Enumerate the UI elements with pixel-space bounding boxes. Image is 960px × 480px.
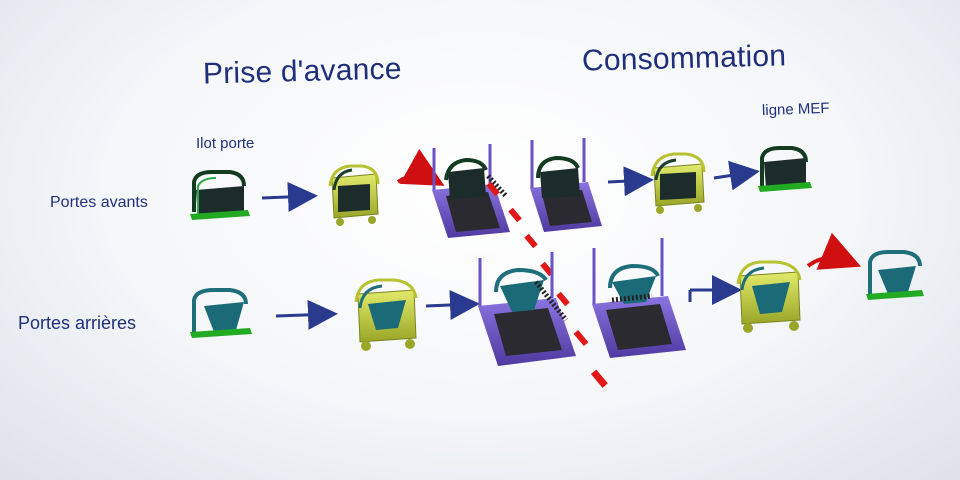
- transfer-arrow: [396, 148, 445, 186]
- mef-rack-rear: [866, 250, 924, 300]
- flow-arrow: [607, 166, 654, 197]
- row-label-front-doors: Portes avants: [50, 194, 148, 211]
- conveyor-front-right: [530, 138, 602, 232]
- flow-arrow: [713, 160, 760, 191]
- trolley-front-2: [650, 152, 706, 214]
- zone-divider: [486, 181, 608, 388]
- ilot-rack-rear: [190, 288, 252, 338]
- flow-arrow: [261, 181, 318, 212]
- trolley-rear-1: [354, 278, 418, 351]
- transfer-arrow: [806, 232, 862, 270]
- conveyor-rear-right: [592, 238, 686, 358]
- ilot-porte-label: Ilot porte: [196, 135, 255, 152]
- conveyor-rear-left: [478, 252, 576, 366]
- flow-arrow: [275, 299, 338, 330]
- trolley-front-1: [328, 164, 380, 226]
- row-label-rear-doors: Portes arrières: [18, 313, 137, 333]
- ilot-rack-front: [190, 170, 250, 220]
- trolley-rear-2: [736, 260, 802, 333]
- mef-rack-front: [758, 146, 812, 192]
- conveyor-front-left: [432, 144, 510, 238]
- flow-arrow: [425, 290, 480, 320]
